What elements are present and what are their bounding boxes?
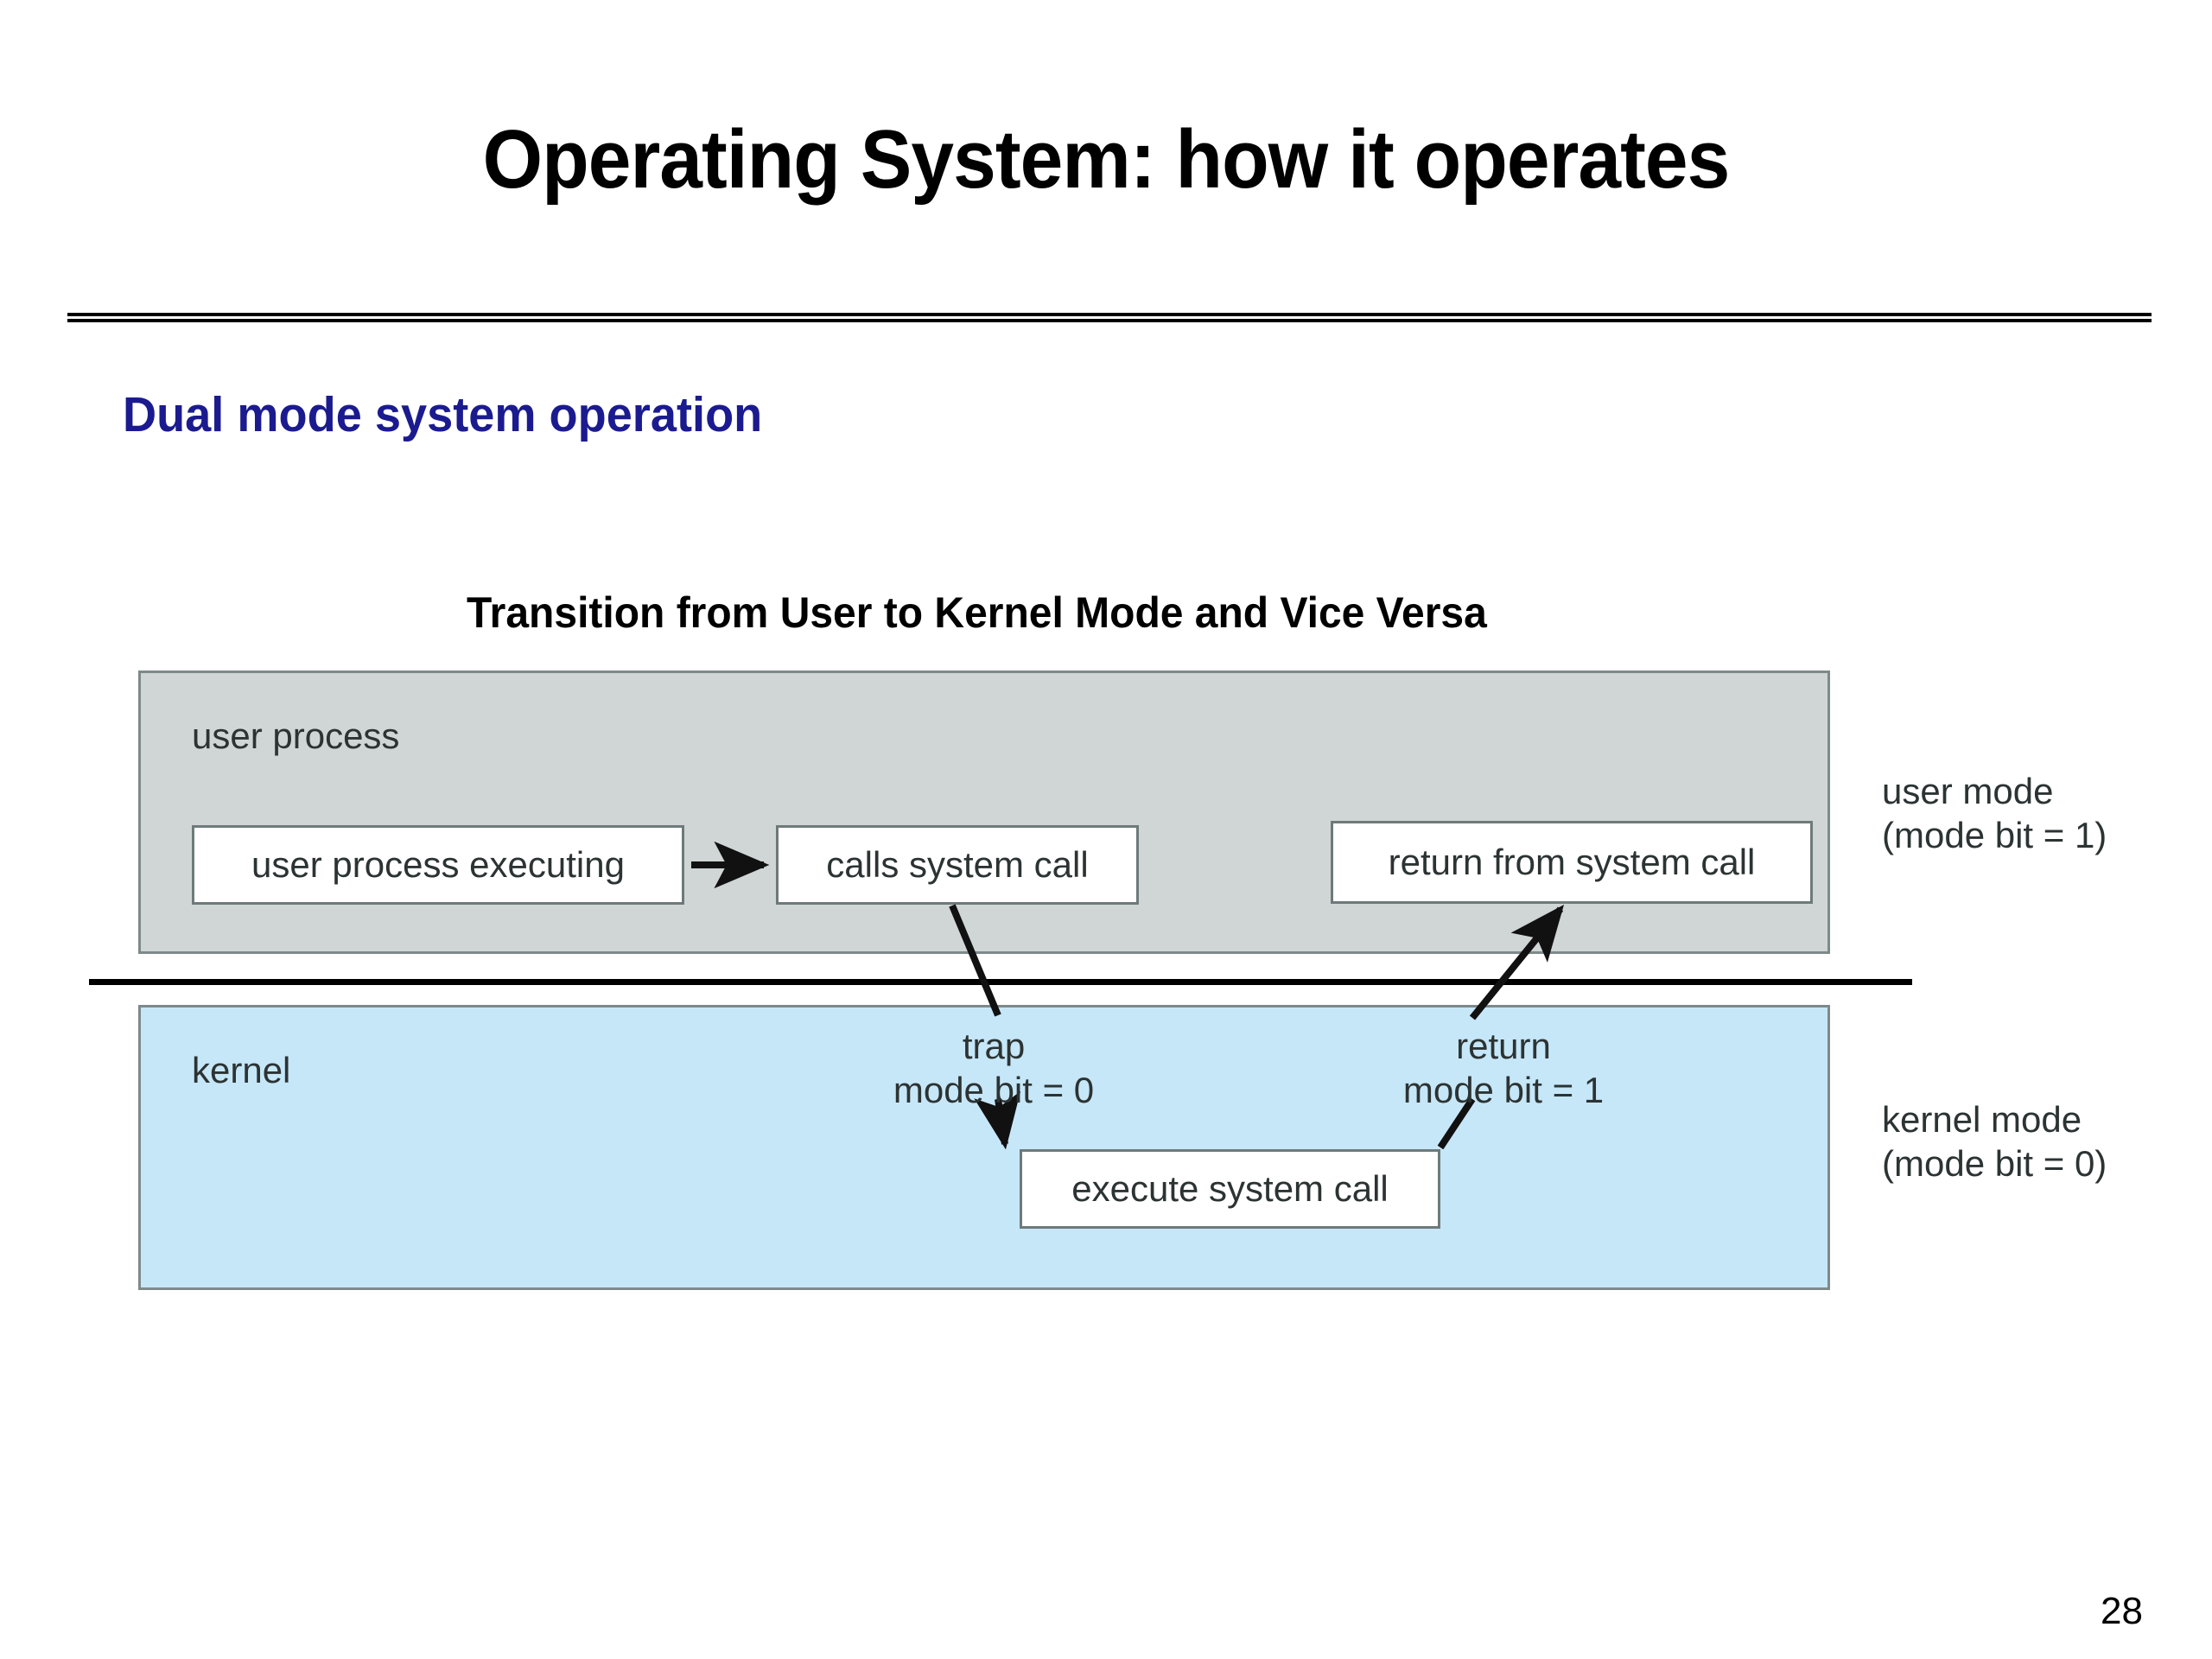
page-number: 28 (2101, 1590, 2143, 1632)
annotation-trap-line2: mode bit = 0 (893, 1070, 1095, 1111)
box-execute-system-call: execute system call (1020, 1149, 1440, 1229)
figure-caption: Transition from User to Kernel Mode and … (467, 588, 1487, 637)
legend-kernel-mode-line1: kernel mode (1882, 1099, 2082, 1140)
annotation-return-line2: mode bit = 1 (1402, 1070, 1605, 1111)
kernel-label: kernel (192, 1050, 291, 1090)
title-divider-bar-top (67, 313, 2152, 316)
page-title: Operating System: how it operates (482, 113, 1731, 206)
box-calls-system-call: calls system call (776, 825, 1139, 905)
user-process-label: user process (192, 715, 400, 756)
box-user-process-executing: user process executing (192, 825, 684, 905)
user-mode-panel (138, 671, 1830, 954)
title-divider-bar-bottom (67, 319, 2152, 322)
section-subtitle: Dual mode system operation (123, 387, 763, 442)
box-return-from-system-call: return from system call (1331, 821, 1813, 904)
annotation-return: return mode bit = 1 (1374, 1024, 1633, 1112)
annotation-trap: trap mode bit = 0 (864, 1024, 1123, 1112)
legend-kernel-mode: kernel mode (mode bit = 0) (1882, 1097, 2107, 1185)
legend-user-mode-line1: user mode (1882, 771, 2054, 811)
legend-user-mode-line2: (mode bit = 1) (1882, 815, 2107, 856)
title-divider (67, 313, 2152, 322)
legend-user-mode: user mode (mode bit = 1) (1882, 769, 2107, 857)
mode-boundary-line (89, 979, 1912, 985)
annotation-return-line1: return (1456, 1026, 1551, 1066)
legend-kernel-mode-line2: (mode bit = 0) (1882, 1143, 2107, 1185)
annotation-trap-line1: trap (962, 1026, 1026, 1066)
